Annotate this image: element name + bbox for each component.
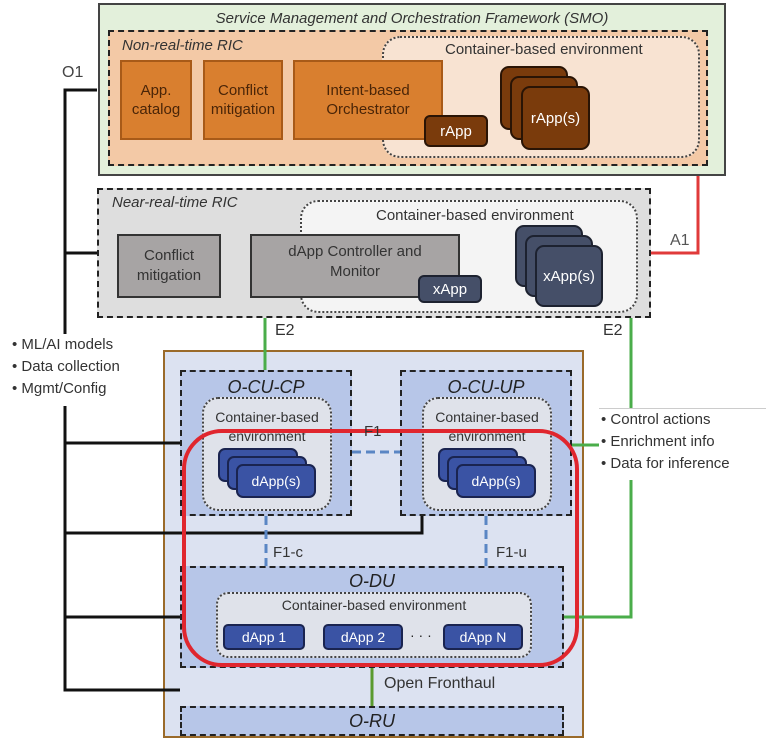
cu-up-dapps-label: dApp(s) — [471, 473, 521, 489]
cu-cp-dapps-label: dApp(s) — [251, 473, 301, 489]
nonrt-container-label: Container-based environment — [445, 41, 643, 58]
xapps-label: xApp(s) — [543, 267, 595, 285]
e2-info-list: • Control actions • Enrichment info • Da… — [599, 408, 766, 480]
controller-line1: dApp Controller and — [288, 243, 422, 260]
o-cu-up-container-line1: Container-based — [435, 409, 539, 425]
cu-up-dapps-front: dApp(s) — [456, 464, 536, 498]
nonrt-ric-title: Non-real-time RIC — [122, 37, 243, 54]
controller-line2: Monitor — [329, 263, 381, 280]
app-catalog-line2: catalog — [131, 101, 181, 118]
app-catalog-line1: App. — [140, 82, 172, 99]
o1-info-item: • Data collection — [12, 358, 120, 375]
e2-right-label: E2 — [603, 322, 623, 339]
e2-left-label: E2 — [275, 322, 295, 339]
intent-line2: Orchestrator — [326, 101, 410, 118]
o-cu-cp-title: O-CU-CP — [227, 377, 305, 397]
xapp-block: xApp — [418, 275, 482, 303]
a1-label: A1 — [670, 232, 690, 249]
o-cu-up-title: O-CU-UP — [447, 377, 525, 397]
xapps-stack-front: xApp(s) — [535, 245, 603, 307]
du-dapp-1-label: dApp 1 — [241, 629, 287, 645]
rapp-label: rApp — [440, 122, 472, 140]
intent-line1: Intent-based — [326, 82, 410, 99]
intent-orchestrator-block: Intent-based Orchestrator — [293, 60, 443, 140]
near-rt-container-label: Container-based environment — [376, 207, 574, 224]
o1-label: O1 — [62, 64, 84, 82]
near-rt-ric-title: Near-real-time RIC — [112, 194, 238, 211]
du-ellipsis: · · · — [410, 627, 432, 643]
conflict-mitigation-nonrt-block: Conflict mitigation — [203, 60, 283, 140]
du-dapp-2-label: dApp 2 — [340, 629, 386, 645]
e2-info-item: • Control actions — [601, 411, 711, 428]
o-ru-title: O-RU — [349, 711, 395, 731]
o-du-container-label: Container-based environment — [281, 597, 467, 613]
o-du-title: O-DU — [349, 571, 395, 591]
o-cu-cp-container-line1: Container-based — [215, 409, 319, 425]
du-dapp-n-label: dApp N — [459, 629, 507, 645]
conflict-line2: mitigation — [210, 101, 276, 118]
o1-info-item: • Mgmt/Config — [12, 380, 107, 397]
e2-info-item: • Enrichment info — [601, 433, 715, 450]
cu-cp-dapps-front: dApp(s) — [236, 464, 316, 498]
conflict-mitigation-nearrt-block: Conflict mitigation — [117, 234, 221, 298]
f1c-label: F1-c — [273, 544, 303, 561]
o-ru-frame — [180, 706, 564, 736]
du-dapp-2: dApp 2 — [323, 624, 403, 650]
fronthaul-label: Open Fronthaul — [384, 675, 496, 692]
o-cu-up-container-line2: environment — [448, 428, 526, 444]
nearrt-conflict-line2: mitigation — [136, 267, 202, 284]
smo-title: Service Management and Orchestration Fra… — [215, 10, 609, 27]
du-dapp-n: dApp N — [443, 624, 523, 650]
rapps-stack-front: rApp(s) — [521, 86, 590, 150]
rapp-block: rApp — [424, 115, 488, 147]
e2-info-item: • Data for inference — [601, 455, 730, 472]
o1-info-item: • ML/AI models — [12, 336, 114, 353]
o1-info-list: • ML/AI models • Data collection • Mgmt/… — [10, 334, 152, 406]
nearrt-conflict-line1: Conflict — [143, 247, 195, 264]
du-dapp-1: dApp 1 — [223, 624, 305, 650]
conflict-line1: Conflict — [217, 82, 269, 99]
rapps-label: rApp(s) — [530, 109, 581, 127]
app-catalog-block: App. catalog — [120, 60, 192, 140]
f1-label: F1 — [364, 423, 382, 440]
o-cu-cp-container-line2: environment — [228, 428, 306, 444]
xapp-label: xApp — [432, 280, 468, 298]
f1u-label: F1-u — [496, 544, 527, 561]
